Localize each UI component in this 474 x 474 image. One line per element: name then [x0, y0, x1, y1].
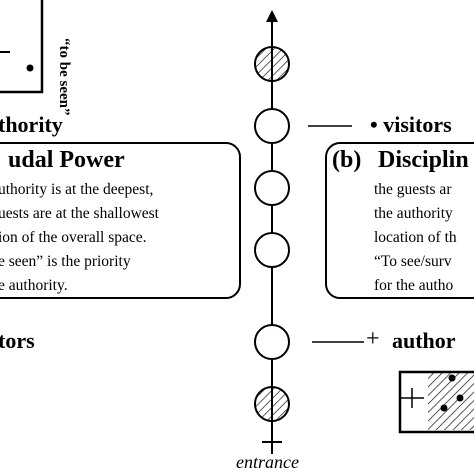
- left-card-title: udal Power: [8, 147, 125, 173]
- inset-label-to-be-seen: “to be seen”: [56, 38, 72, 116]
- node-1: [254, 46, 290, 82]
- right-inset-square: [398, 370, 474, 434]
- right-card-title: Disciplin: [378, 147, 469, 173]
- left-card-line-4: e seen” is the priority: [0, 253, 131, 270]
- node-6: [254, 386, 290, 422]
- left-card-line-2: uests are at the shallowest: [0, 205, 159, 222]
- right-top-heading: • visitors: [370, 112, 452, 137]
- right-card-line-5: for the autho: [374, 277, 454, 294]
- center-spine: [262, 10, 282, 454]
- left-card-line-3: ion of the overall space.: [0, 229, 147, 246]
- right-card-line-2: the authority: [374, 205, 453, 222]
- left-bottom-heading: tors: [0, 328, 35, 353]
- left-card-line-5: e authority.: [0, 277, 68, 294]
- center-nodes: [254, 46, 290, 422]
- left-card-line-1: uthority is at the deepest,: [0, 181, 154, 198]
- node-3: [254, 170, 290, 206]
- right-bottom-plus: +: [366, 326, 380, 352]
- right-card-line-1: the guests ar: [374, 181, 452, 198]
- right-card-label: (b): [332, 147, 362, 173]
- node-5: [254, 324, 290, 360]
- right-card-line-4: “To see/surv: [374, 253, 452, 270]
- left-top-heading: thority: [0, 112, 63, 137]
- bottom-entrance-label: entrance: [236, 452, 299, 472]
- left-card-border: [0, 142, 241, 299]
- left-inset-square: [0, 0, 44, 94]
- right-card-line-3: location of th: [374, 229, 457, 246]
- right-bottom-heading: author: [392, 328, 456, 353]
- node-4: [254, 232, 290, 268]
- right-card-border: [325, 142, 474, 299]
- node-2: [254, 108, 290, 144]
